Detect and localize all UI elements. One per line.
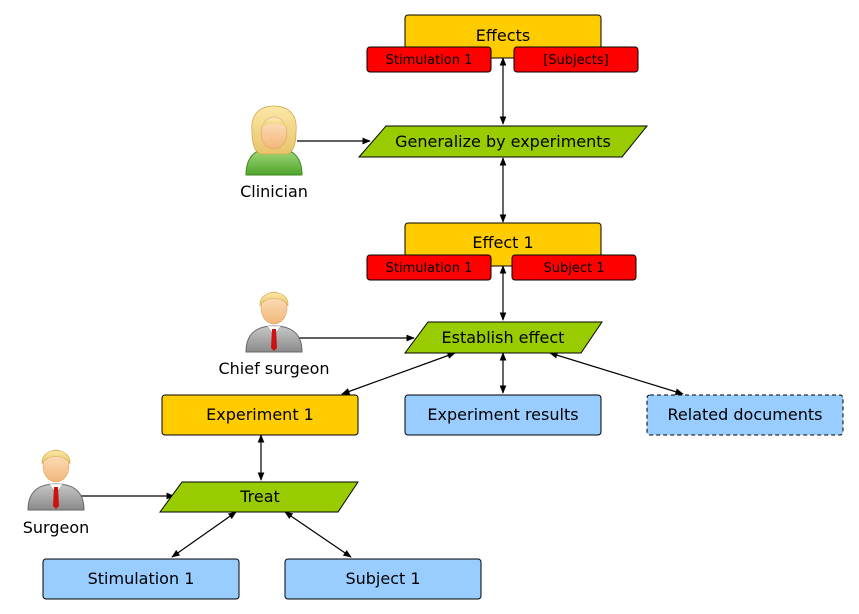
- experiment-results-node: Experiment results: [404, 394, 602, 436]
- related-documents-node: Related documents: [646, 394, 844, 436]
- establish-label: Establish effect: [442, 328, 565, 347]
- effect1-tag-subject-label: Subject 1: [543, 261, 604, 276]
- edge-treat-stimulation: [171, 511, 237, 558]
- experiment1-label: Experiment 1: [206, 405, 314, 424]
- edge-treat-subject: [284, 511, 352, 558]
- surgeon-actor: Surgeon: [23, 449, 90, 537]
- person-suit-icon: [245, 291, 303, 353]
- effects-tag-stimulation-label: Stimulation 1: [386, 53, 473, 68]
- connectors: [79, 57, 684, 558]
- clinician-label: Clinician: [240, 182, 308, 201]
- effect1-label: Effect 1: [472, 233, 533, 252]
- stimulation1-node: Stimulation 1: [42, 558, 240, 600]
- establish-node: Establish effect: [404, 321, 603, 354]
- clinician-actor: Clinician: [240, 105, 308, 201]
- related-documents-label: Related documents: [668, 405, 823, 424]
- effects-tag-stimulation: Stimulation 1: [366, 46, 492, 73]
- treat-node: Treat: [159, 481, 359, 513]
- effect1-tag-subject: Subject 1: [511, 254, 637, 281]
- stimulation1-label: Stimulation 1: [88, 569, 195, 588]
- person-suit-icon: [27, 449, 85, 511]
- chief-surgeon-label: Chief surgeon: [218, 359, 329, 378]
- surgeon-label: Surgeon: [23, 518, 90, 537]
- effect1-tag-stimulation: Stimulation 1: [366, 254, 492, 281]
- edge-establish-experiment1: [341, 352, 456, 395]
- generalize-node: Generalize by experiments: [357, 125, 649, 158]
- effects-tag-subjects: [Subjects]: [513, 46, 639, 73]
- subject1-node: Subject 1: [284, 558, 482, 600]
- effects-label: Effects: [476, 26, 530, 45]
- treat-label: Treat: [239, 487, 280, 506]
- chief-surgeon-actor: Chief surgeon: [218, 291, 330, 378]
- experiment-results-label: Experiment results: [427, 405, 578, 424]
- person-female-icon: [245, 105, 303, 176]
- edge-establish-related: [549, 352, 684, 395]
- effects-tag-subjects-label: [Subjects]: [543, 53, 609, 68]
- experiment1-node: Experiment 1: [161, 394, 359, 436]
- generalize-label: Generalize by experiments: [395, 132, 611, 151]
- effect1-tag-stimulation-label: Stimulation 1: [386, 261, 473, 276]
- subject1-label: Subject 1: [345, 569, 420, 588]
